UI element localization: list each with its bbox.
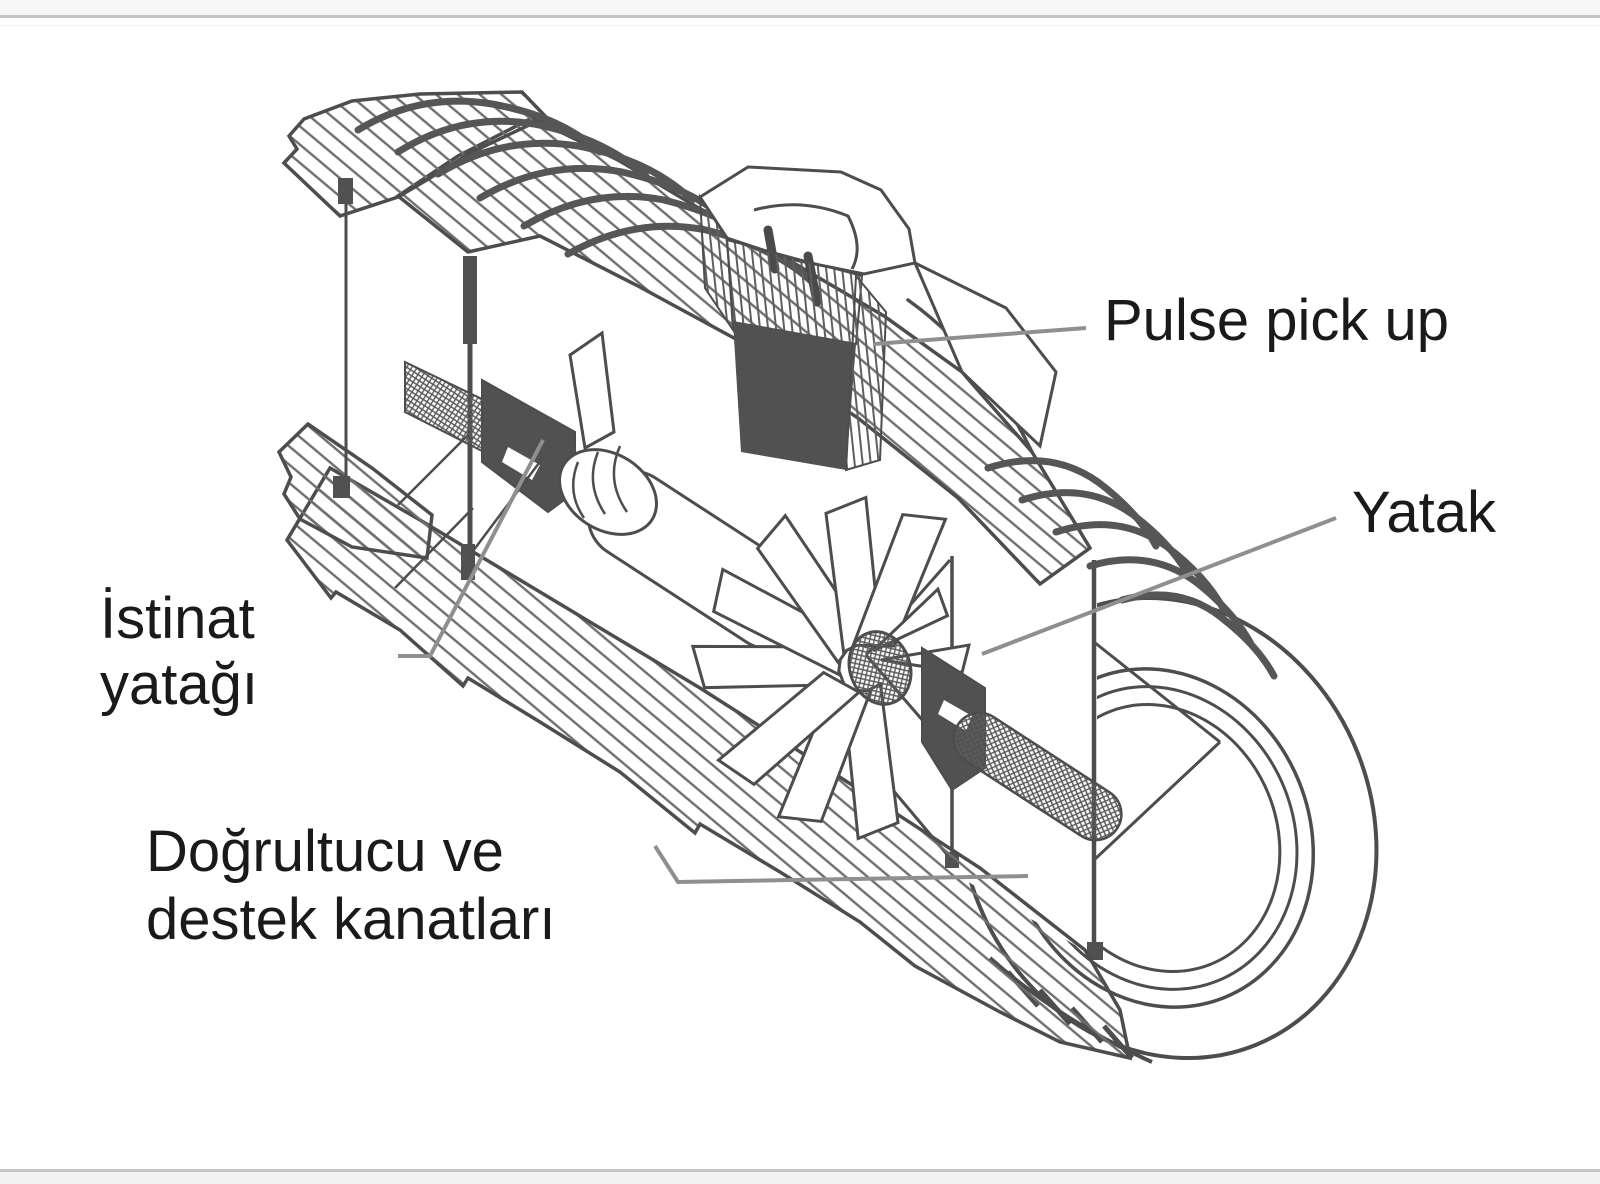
thrust-bearing [481, 378, 576, 514]
straightener-vane [568, 330, 616, 451]
bottom-divider-line [0, 1169, 1600, 1172]
boss-right-wall [844, 273, 888, 472]
label-pulse-pickup: Pulse pick up [1104, 288, 1449, 353]
downstream-bearing-assembly [921, 646, 1123, 842]
boss-cap-inner-edge [753, 203, 859, 270]
rotor-hub [847, 630, 913, 706]
thrust-bearing-slot [502, 447, 540, 480]
pulse-pickup-assembly [697, 165, 1058, 472]
inlet-bell-section [276, 421, 434, 560]
turbine-rotor [690, 495, 971, 841]
leader-istinat [398, 439, 545, 658]
label-dogrultucu-destek-kanatlari: Doğrultucu ve destek kanatları [146, 819, 556, 952]
leader-yatak [981, 516, 1337, 656]
label-yatak: Yatak [1352, 480, 1497, 545]
downstream-shaft-section [952, 711, 1123, 842]
leader-pulse-pickup [873, 326, 1087, 346]
boss-right-facet [912, 259, 1058, 449]
top-faint-line [0, 25, 1600, 26]
pickup-coil [733, 322, 856, 470]
top-chrome-strip [0, 0, 1600, 15]
leader-dogrultucu [653, 844, 1029, 885]
bottom-chrome-strip [0, 1172, 1600, 1184]
boss-left-wall [698, 193, 735, 334]
leader-lines [398, 326, 1337, 885]
label-istinat-yatagi: İstinat yatağı [100, 586, 258, 717]
spinner-cone [558, 448, 658, 536]
top-divider-line [0, 15, 1600, 18]
